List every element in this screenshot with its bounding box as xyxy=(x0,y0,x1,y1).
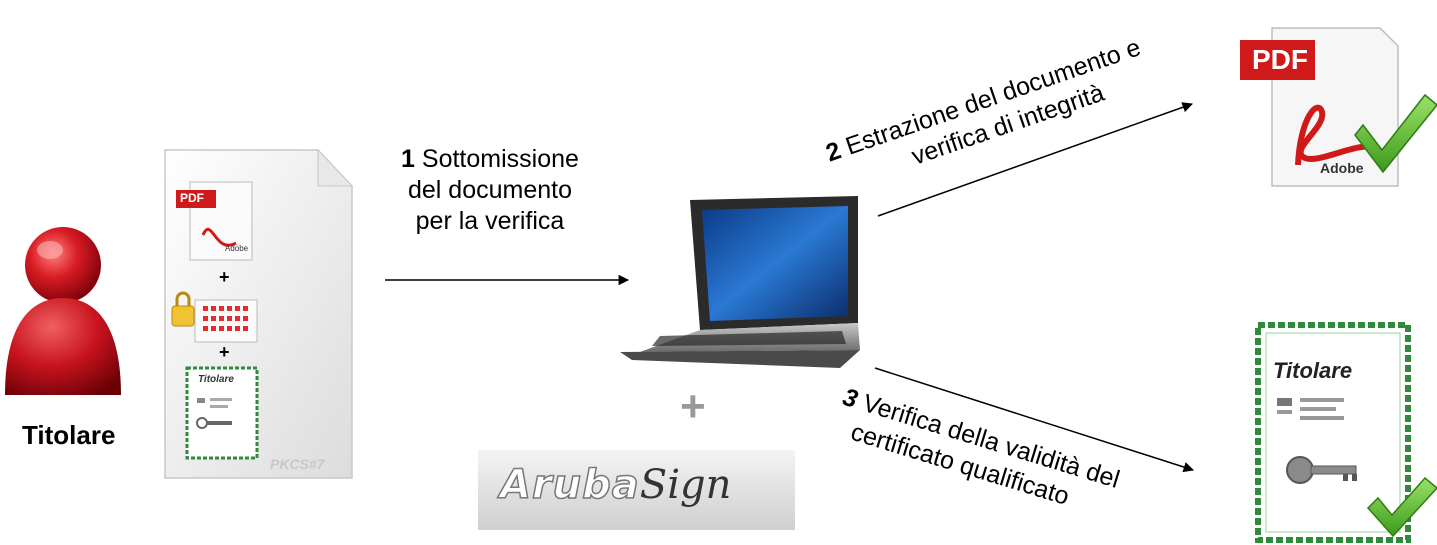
plus-sign: + xyxy=(680,382,706,431)
certificate-icon xyxy=(1255,322,1411,543)
mini-certificate-icon xyxy=(185,366,259,460)
mini-plus-1: + xyxy=(219,267,230,287)
adobe-label: Adobe xyxy=(1320,160,1364,176)
user-icon xyxy=(5,227,121,395)
arubasign-logo-text: ArubaSign xyxy=(499,461,780,518)
mini-certificate-title: Titolare xyxy=(198,374,234,385)
arubasign-logo-word2: Sign xyxy=(639,462,732,508)
mini-pdf-icon xyxy=(176,181,253,261)
laptop-icon xyxy=(620,196,860,368)
titolare-label: Titolare xyxy=(22,420,116,450)
mini-pdf-label: PDF xyxy=(180,191,204,205)
step3-arrow xyxy=(874,367,1194,473)
step2-arrow xyxy=(877,102,1193,217)
step1-line1: Sottomissione xyxy=(421,145,579,173)
arubasign-logo-word1: Aruba xyxy=(499,461,640,509)
step1-number: 1 xyxy=(401,145,415,173)
step1-text: 1 Sottomissione del documento per la ver… xyxy=(370,144,610,237)
mini-lock-key-icon xyxy=(171,291,258,343)
pdf-label: PDF xyxy=(1252,44,1308,75)
arubasign-logo-box xyxy=(478,450,795,530)
pdf-check-icon xyxy=(1354,93,1437,174)
certificate-check-icon xyxy=(1366,476,1437,538)
certificate-title: Titolare xyxy=(1273,358,1353,383)
mini-adobe-label: Adobe xyxy=(225,244,249,253)
pkcs7-label: PKCS#7 xyxy=(270,456,325,472)
step1-line2: del documento xyxy=(407,176,572,204)
mini-plus-2: + xyxy=(219,342,230,362)
step1-line3: per la verifica xyxy=(415,207,565,235)
